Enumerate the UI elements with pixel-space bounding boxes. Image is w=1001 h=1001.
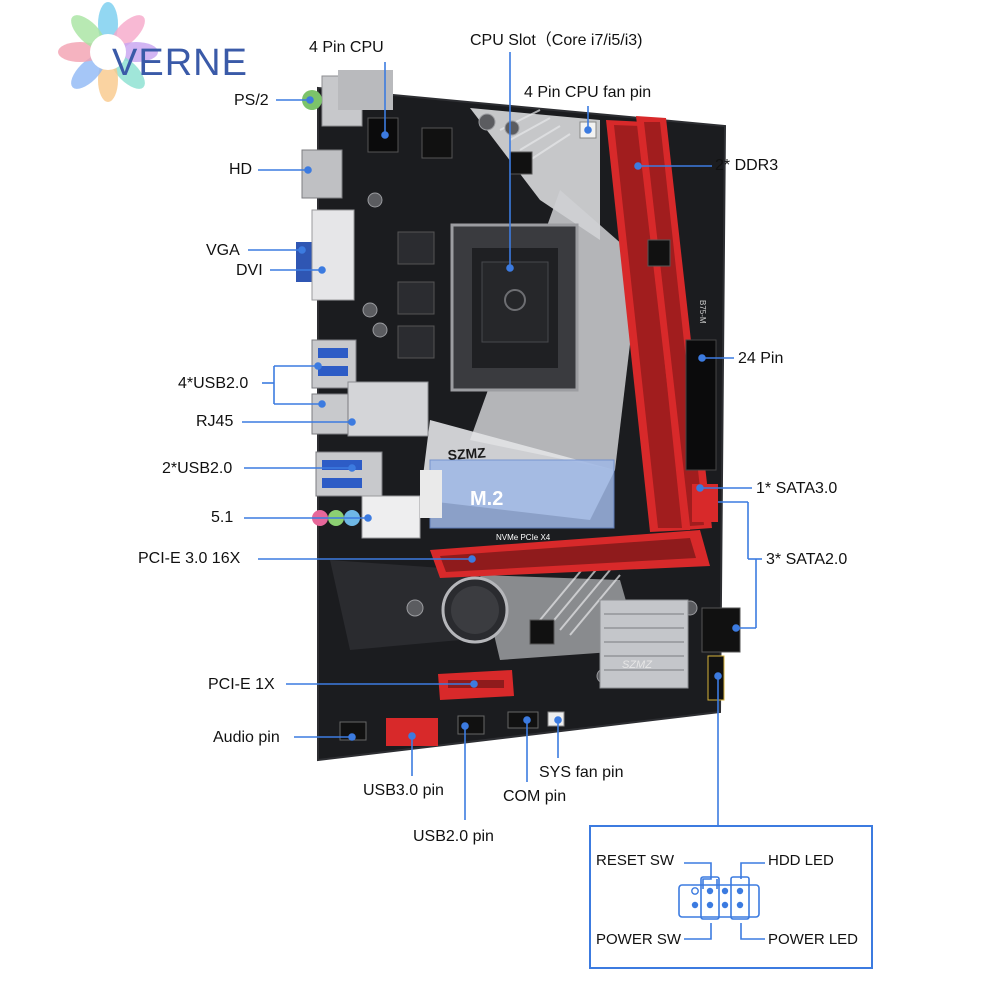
- label-rj45: RJ45: [196, 413, 234, 430]
- label-sata30: 1* SATA3.0: [756, 480, 838, 497]
- label-vga: VGA: [206, 242, 240, 259]
- label-4pin-cpu: 4 Pin CPU: [309, 39, 384, 56]
- model-text: B75-M: [698, 300, 707, 324]
- board-brand-text: SZMZ: [447, 444, 487, 463]
- com-header: [507, 711, 539, 729]
- label-audio-pin: Audio pin: [213, 729, 280, 746]
- rj45-port: [347, 381, 429, 437]
- label-ps2: PS/2: [234, 92, 269, 109]
- nvme-text: NVMe PCIe X4: [496, 533, 551, 542]
- power-sw-label: POWER SW: [596, 931, 681, 948]
- label-ddr3: 2* DDR3: [715, 157, 779, 174]
- label-usb20-pin: USB2.0 pin: [413, 828, 494, 845]
- label-hd: HD: [229, 161, 253, 178]
- audio-jacks: [361, 495, 421, 539]
- usb-stack-2: [315, 451, 383, 497]
- label-com-pin: COM pin: [503, 788, 567, 805]
- label-24pin: 24 Pin: [738, 350, 784, 367]
- chipset-brand-text: SZMZ: [622, 659, 653, 671]
- label-4-usb20: 4*USB2.0: [178, 375, 249, 392]
- label-2-usb20: 2*USB2.0: [162, 460, 233, 477]
- label-sata20: 3* SATA2.0: [766, 551, 848, 568]
- label-pcie1: PCI-E 1X: [208, 676, 275, 693]
- power-led-label: POWER LED: [768, 931, 859, 948]
- m2-text: M.2: [470, 488, 503, 510]
- label-cpu-fan: 4 Pin CPU fan pin: [524, 84, 652, 101]
- front-panel-pin-diagram: [678, 862, 765, 940]
- label-audio51: 5.1: [211, 509, 234, 526]
- label-cpu-slot: CPU Slot（Core i7/i5/i3): [470, 32, 643, 49]
- label-dvi: DVI: [236, 262, 263, 279]
- label-pcie16: PCI-E 3.0 16X: [138, 550, 241, 567]
- reset-sw-label: RESET SW: [596, 852, 675, 869]
- label-usb30-pin: USB3.0 pin: [363, 782, 444, 799]
- label-sys-fan: SYS fan pin: [539, 764, 624, 781]
- logo-text: VERNE: [112, 42, 248, 84]
- hdd-led-label: HDD LED: [768, 852, 834, 869]
- verne-logo-icon: [58, 2, 158, 102]
- atx-24pin: [685, 339, 717, 471]
- front-panel-legend: RESET SW HDD LED POWER SW POWER LED: [589, 825, 873, 969]
- sata3-port: [692, 484, 718, 522]
- m2-slot: [429, 459, 615, 529]
- dvi-port: [311, 209, 355, 301]
- hdmi-port: [301, 149, 343, 199]
